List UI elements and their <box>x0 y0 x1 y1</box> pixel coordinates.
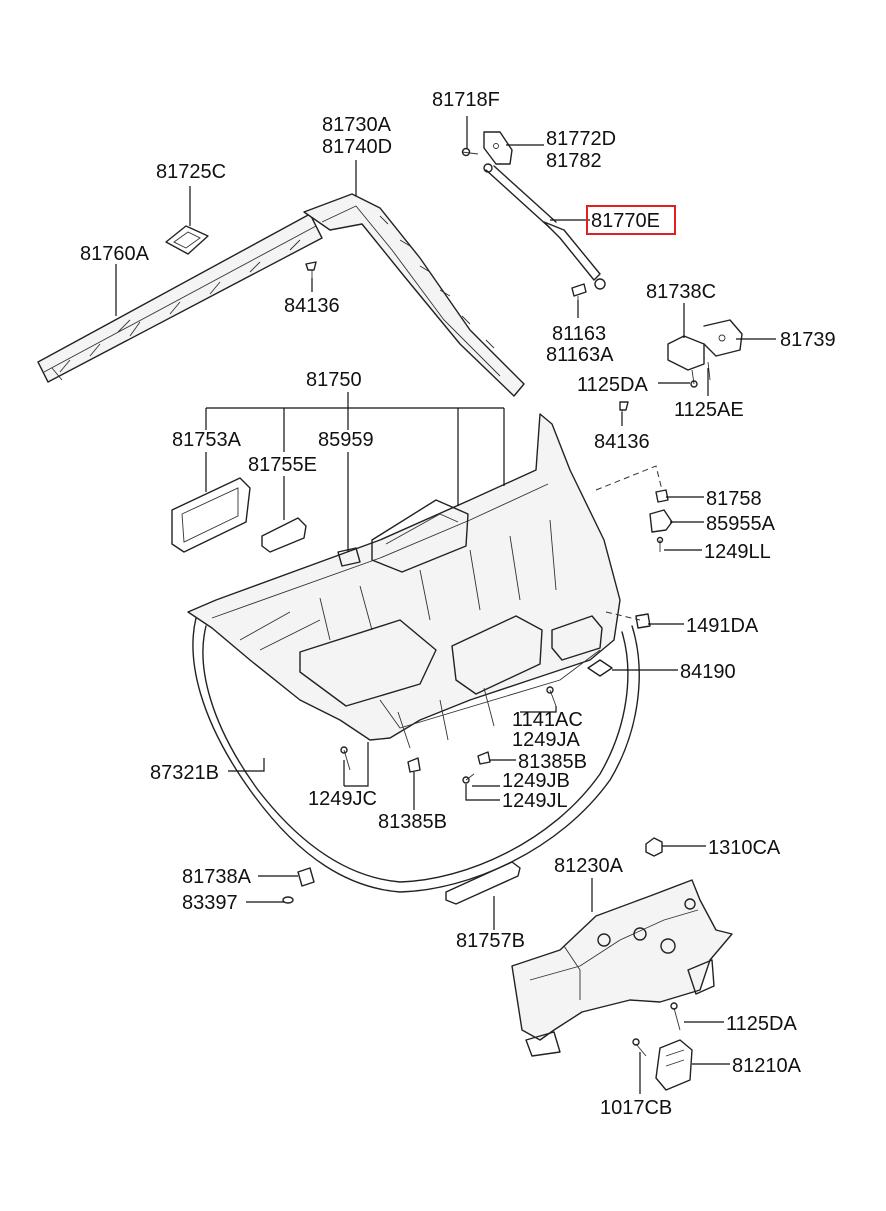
label-1249jc[interactable]: 1249JC <box>308 788 377 810</box>
clip-81725c <box>165 225 209 255</box>
label-1491da[interactable]: 1491DA <box>686 615 759 637</box>
label-1249jl[interactable]: 1249JL <box>502 790 568 812</box>
bumper-81738c <box>667 319 743 388</box>
label-81739[interactable]: 81739 <box>780 329 836 351</box>
label-1310ca[interactable]: 1310CA <box>708 837 781 859</box>
label-85955a[interactable]: 85955A <box>706 513 776 535</box>
label-81772d[interactable]: 81772D <box>546 128 616 150</box>
label-84136-top[interactable]: 84136 <box>284 295 340 317</box>
label-81210a[interactable]: 81210A <box>732 1055 802 1077</box>
label-81718f[interactable]: 81718F <box>432 89 500 111</box>
latch-81210a <box>632 1002 693 1091</box>
label-81730a[interactable]: 81730A <box>322 114 392 136</box>
bottom-fasteners <box>340 686 557 784</box>
bumper-81738a <box>282 867 315 904</box>
label-81750[interactable]: 81750 <box>306 369 362 391</box>
label-1125da-top[interactable]: 1125DA <box>577 374 648 396</box>
label-1249ll[interactable]: 1249LL <box>704 541 771 563</box>
label-81760a[interactable]: 81760A <box>80 243 150 265</box>
leader-lines <box>115 116 776 1094</box>
bracket-81757b <box>445 861 521 905</box>
label-84190[interactable]: 84190 <box>680 661 736 683</box>
arch-trim-81730a <box>303 193 525 397</box>
label-81757b[interactable]: 81757B <box>456 930 525 952</box>
label-1017cb[interactable]: 1017CB <box>600 1097 672 1119</box>
label-81740d[interactable]: 81740D <box>322 136 392 158</box>
label-81230a[interactable]: 81230A <box>554 855 624 877</box>
label-1249ja[interactable]: 1249JA <box>512 729 580 751</box>
panel-parts <box>171 477 469 573</box>
part-labels: 81718F 81730A 81740D 81772D 81782 81725C… <box>80 89 836 1119</box>
highlight-box-81770e <box>586 205 676 235</box>
label-1125ae[interactable]: 1125AE <box>674 399 744 421</box>
label-83397[interactable]: 83397 <box>182 892 238 914</box>
label-81755e[interactable]: 81755E <box>248 454 317 476</box>
label-1141ac[interactable]: 1141AC <box>512 709 583 731</box>
label-1249jb[interactable]: 1249JB <box>502 770 570 792</box>
label-1125da-bottom[interactable]: 1125DA <box>726 1013 797 1035</box>
label-87321b[interactable]: 87321B <box>150 762 219 784</box>
bracket-81772d <box>461 131 513 165</box>
label-84136-mid[interactable]: 84136 <box>594 431 650 453</box>
trim-strip-81760a <box>37 213 323 383</box>
label-81163a[interactable]: 81163A <box>546 344 614 366</box>
label-85959[interactable]: 85959 <box>318 429 374 451</box>
label-81738c[interactable]: 81738C <box>646 281 716 303</box>
weatherstrip-87321b <box>192 617 640 893</box>
latch-assembly-81230a <box>511 879 733 1057</box>
label-81725c[interactable]: 81725C <box>156 161 226 183</box>
label-81738a[interactable]: 81738A <box>182 866 252 888</box>
label-81385b-right[interactable]: 81385B <box>518 751 587 773</box>
label-81758[interactable]: 81758 <box>706 488 762 510</box>
tailgate-panel-81750 <box>187 413 621 749</box>
label-81770e[interactable]: 81770E <box>591 210 660 232</box>
gas-strut-81770e <box>483 163 606 290</box>
label-81385b-left[interactable]: 81385B <box>378 811 447 833</box>
label-81163[interactable]: 81163 <box>552 323 606 345</box>
label-81782[interactable]: 81782 <box>546 150 602 172</box>
right-fasteners <box>587 465 673 677</box>
ball-stud-81163 <box>571 283 587 316</box>
nut-1310ca <box>645 837 663 857</box>
label-81753a[interactable]: 81753A <box>172 429 242 451</box>
